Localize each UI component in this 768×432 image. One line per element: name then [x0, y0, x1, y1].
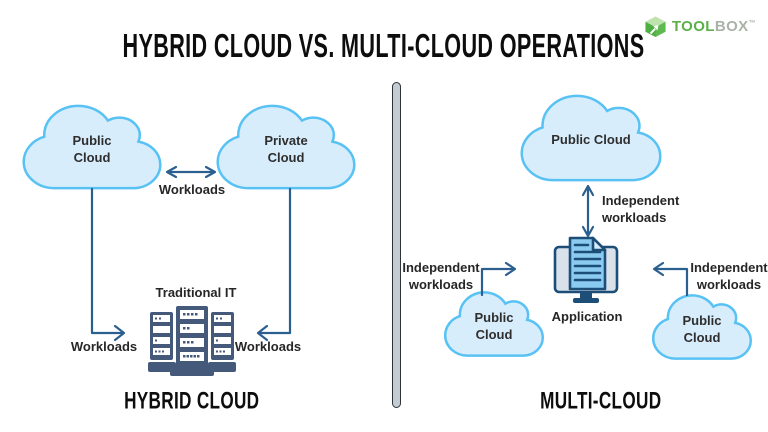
application-monitor-icon — [553, 236, 619, 303]
elbow-arrow-up-right-icon — [480, 261, 517, 297]
multi-left-public-cloud: Public Cloud — [444, 291, 544, 357]
traditional-it-label: Traditional IT — [155, 285, 237, 300]
toolbox-logo: TOOLBOX™ — [644, 15, 756, 38]
multi-top-public-cloud: Public Cloud — [520, 94, 662, 182]
multi-top-public-cloud-label: Public Cloud — [551, 132, 631, 148]
independent-left-label: Independent workloads — [402, 260, 480, 293]
toolbox-logo-text: TOOLBOX™ — [671, 18, 756, 35]
elbow-arrow-down-right-icon — [90, 187, 126, 342]
independent-top-label: Independent workloads — [602, 193, 680, 226]
workloads-between-label: Workloads — [158, 182, 226, 197]
workloads-right-label: Workloads — [234, 339, 302, 354]
toolbox-cube-icon — [645, 16, 666, 38]
hybrid-public-cloud-label: Public Cloud — [72, 132, 112, 165]
workloads-left-label: Workloads — [70, 339, 138, 354]
panel-divider — [392, 82, 401, 408]
vertical-double-arrow-icon — [581, 184, 595, 238]
hybrid-private-cloud: Private Cloud — [216, 104, 356, 190]
hybrid-public-cloud: Public Cloud — [22, 104, 162, 190]
hybrid-cloud-heading: HYBRID CLOUD — [124, 386, 260, 415]
elbow-arrow-up-left-icon — [652, 261, 689, 297]
server-rack-icon — [148, 306, 236, 376]
application-label: Application — [551, 309, 623, 324]
multi-right-public-cloud-label: Public Cloud — [682, 312, 722, 345]
hybrid-private-cloud-label: Private Cloud — [264, 132, 308, 165]
multi-right-public-cloud: Public Cloud — [652, 294, 752, 360]
double-arrow-icon — [165, 165, 217, 179]
multi-cloud-heading: MULTI-CLOUD — [540, 386, 662, 415]
elbow-arrow-down-left-icon — [256, 187, 292, 342]
independent-right-label: Independent workloads — [690, 260, 768, 293]
page-title: HYBRID CLOUD VS. MULTI-CLOUD OPERATIONS — [122, 27, 646, 65]
multi-left-public-cloud-label: Public Cloud — [474, 309, 514, 342]
